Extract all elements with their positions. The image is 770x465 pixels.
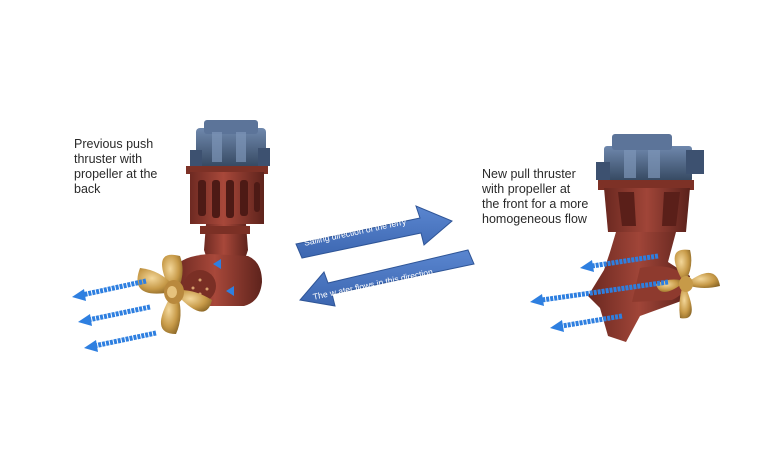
right-flow-arrows [530,253,669,332]
right-flow-arrow-2 [530,279,669,306]
right-upper-housing [598,180,694,232]
left-flow-arrow-3 [84,330,157,352]
right-flow-arrow-3 [550,313,623,332]
left-flow-marker-1 [213,259,221,269]
left-flow-marker-2 [226,286,234,296]
left-upper-housing [186,166,268,224]
left-flow-arrow-2 [78,304,151,326]
left-propeller [137,254,212,334]
left-flow-arrows [72,278,157,352]
left-motor [190,120,270,168]
left-flow-arrow-1 [72,278,147,301]
sailing-direction-arrow [295,205,453,259]
right-motor [596,134,704,182]
right-flow-arrow-1 [580,253,659,272]
water-flow-arrow [299,249,475,307]
pull-thruster-caption: New pull thruster with propeller at the … [482,167,589,226]
push-thruster [137,120,270,334]
pull-thruster [588,134,720,342]
right-propeller [656,249,720,319]
push-thruster-caption: Previous push thruster with propeller at… [74,137,158,196]
